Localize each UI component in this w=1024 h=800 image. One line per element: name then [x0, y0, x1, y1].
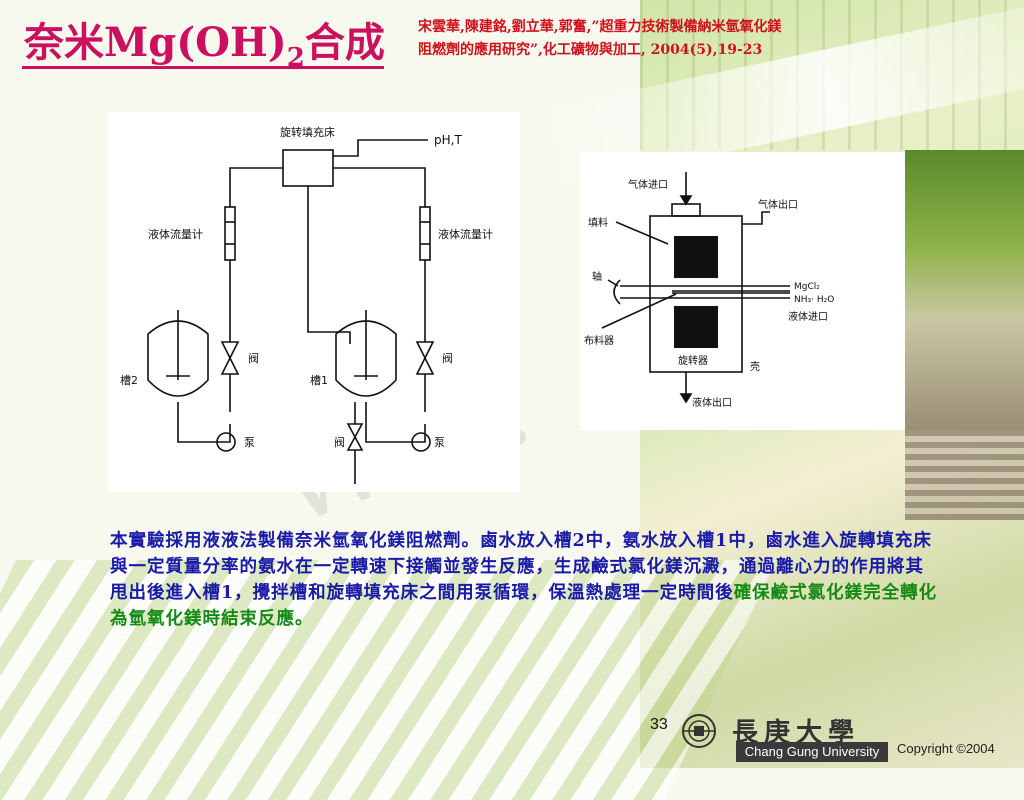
flowmeter-left: [224, 206, 236, 261]
tank1-shape: [335, 320, 397, 397]
label-tank1: 槽1: [310, 374, 328, 387]
background-building: [905, 430, 1024, 520]
description-paragraph: 本實驗採用液液法製備奈米氫氧化鎂阻燃劑。鹵水放入槽2中，氨水放入槽1中，鹵水進入…: [110, 528, 942, 632]
label-liquid-in: 液体进口: [788, 310, 828, 323]
label-gas-out: 气体出口: [758, 198, 798, 211]
rpb-cross-section-diagram: 气体进口 气体出口 填料 轴 MgCl₂ NH₃· H₂O 液体进口 布料器 旋…: [580, 152, 905, 430]
label-ph-t: pH,T: [434, 133, 462, 147]
label-rotor: 旋转器: [678, 354, 708, 367]
description-text: 本實驗採用液液法製備奈米氫氧化鎂阻燃劑。鹵水放入槽2中，氨水放入槽1中，鹵水進入…: [110, 531, 932, 603]
rpb-cross-section-svg: 气体进口 气体出口 填料 轴 MgCl₂ NH₃· H₂O 液体进口 布料器 旋…: [584, 172, 834, 409]
label-shell: 壳: [750, 360, 760, 373]
label-liquid-out: 液体出口: [692, 396, 732, 409]
label-valve-left: 阀: [248, 351, 259, 365]
university-name-english: Chang Gung University: [736, 742, 888, 762]
label-mgcl2: MgCl₂: [794, 282, 820, 292]
copyright-notice: Copyright ©2004: [897, 741, 995, 756]
label-bottom-valve: 阀: [334, 435, 345, 449]
packing-upper: [674, 236, 718, 278]
label-shaft: 轴: [592, 270, 602, 283]
process-flow-diagram: 旋转填充床 pH,T 液体流量计 液体流量计 阀 阀 槽2 槽1 泵 泵 阀: [108, 112, 520, 492]
label-ammonia: NH₃· H₂O: [794, 295, 834, 305]
title-suffix: 合成: [304, 19, 385, 66]
process-flow-svg: 旋转填充床 pH,T 液体流量计 液体流量计 阀 阀 槽2 槽1 泵 泵 阀: [120, 125, 493, 484]
background-photo: [905, 150, 1024, 430]
citation: 宋雲華,陳建銘,劉立華,郭奮,”超重力技術製備納米氫氧化鎂 阻燃劑的應用研究”,…: [418, 16, 938, 62]
university-logo-icon: [682, 714, 716, 748]
label-pump-right: 泵: [434, 436, 445, 449]
citation-line-2: 阻燃劑的應用研究”,化工礦物與加工, 2004(5),19-23: [418, 42, 763, 58]
title-subscript: 2: [286, 43, 305, 73]
title-main: 奈米Mg(OH): [24, 19, 287, 66]
label-pump-left: 泵: [244, 436, 255, 449]
packing-lower: [674, 306, 718, 348]
label-rpb: 旋转填充床: [280, 125, 335, 139]
description-highlight: 確保鹼式氯化鎂完全轉化為氫氧化鎂時結束反應。: [110, 583, 938, 629]
label-valve-right: 阀: [442, 351, 453, 365]
slide-title: 奈米Mg(OH)2合成: [24, 10, 385, 73]
label-gas-in: 气体进口: [628, 178, 668, 191]
label-flowmeter-left: 液体流量计: [148, 227, 203, 241]
citation-line-1: 宋雲華,陳建銘,劉立華,郭奮,”超重力技術製備納米氫氧化鎂: [418, 19, 782, 35]
label-tank2: 槽2: [120, 374, 138, 387]
tank2-shape: [147, 320, 209, 397]
title-underline: [22, 66, 384, 69]
rpb-box: [282, 149, 334, 187]
label-distributor: 布料器: [584, 334, 614, 347]
label-packing: 填料: [588, 216, 608, 229]
label-flowmeter-right: 液体流量计: [438, 227, 493, 241]
flowmeter-right: [419, 206, 431, 261]
page-number: 33: [650, 716, 668, 733]
